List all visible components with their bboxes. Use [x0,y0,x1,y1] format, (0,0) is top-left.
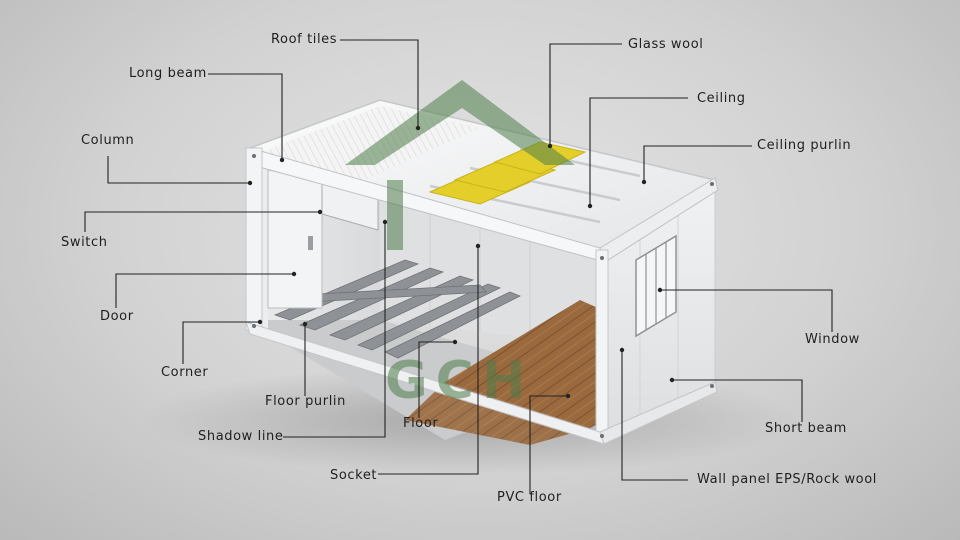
column-front-right [595,249,609,443]
column-front-left [245,147,263,331]
label-column: Column [81,133,135,148]
label-short-beam: Short beam [765,421,847,436]
label-glass-wool: Glass wool [628,37,704,52]
label-long-beam: Long beam [129,66,207,81]
leader-lines [84,39,833,494]
label-door: Door [100,309,134,324]
label-corner: Corner [161,365,209,380]
label-pvc-floor: PVC floor [497,490,562,505]
label-window: Window [805,332,860,347]
gch-watermark: GCH [345,80,575,411]
label-shadow-line: Shadow line [198,429,284,444]
label-floor-purlin: Floor purlin [265,394,346,409]
door [267,169,323,309]
pvc-floor-front [405,382,590,445]
label-switch: Switch [61,235,108,250]
label-ceiling-purlin: Ceiling purlin [757,138,852,153]
door-handle [308,236,313,250]
label-wall-panel: Wall panel EPS/Rock wool [697,472,877,487]
label-ceiling: Ceiling [697,91,746,106]
label-socket: Socket [330,468,378,483]
short-beam-bottom [599,381,718,445]
watermark-text: GCH [385,351,533,411]
label-floor: Floor [403,416,439,431]
label-roof-tiles: Roof tiles [271,32,338,47]
